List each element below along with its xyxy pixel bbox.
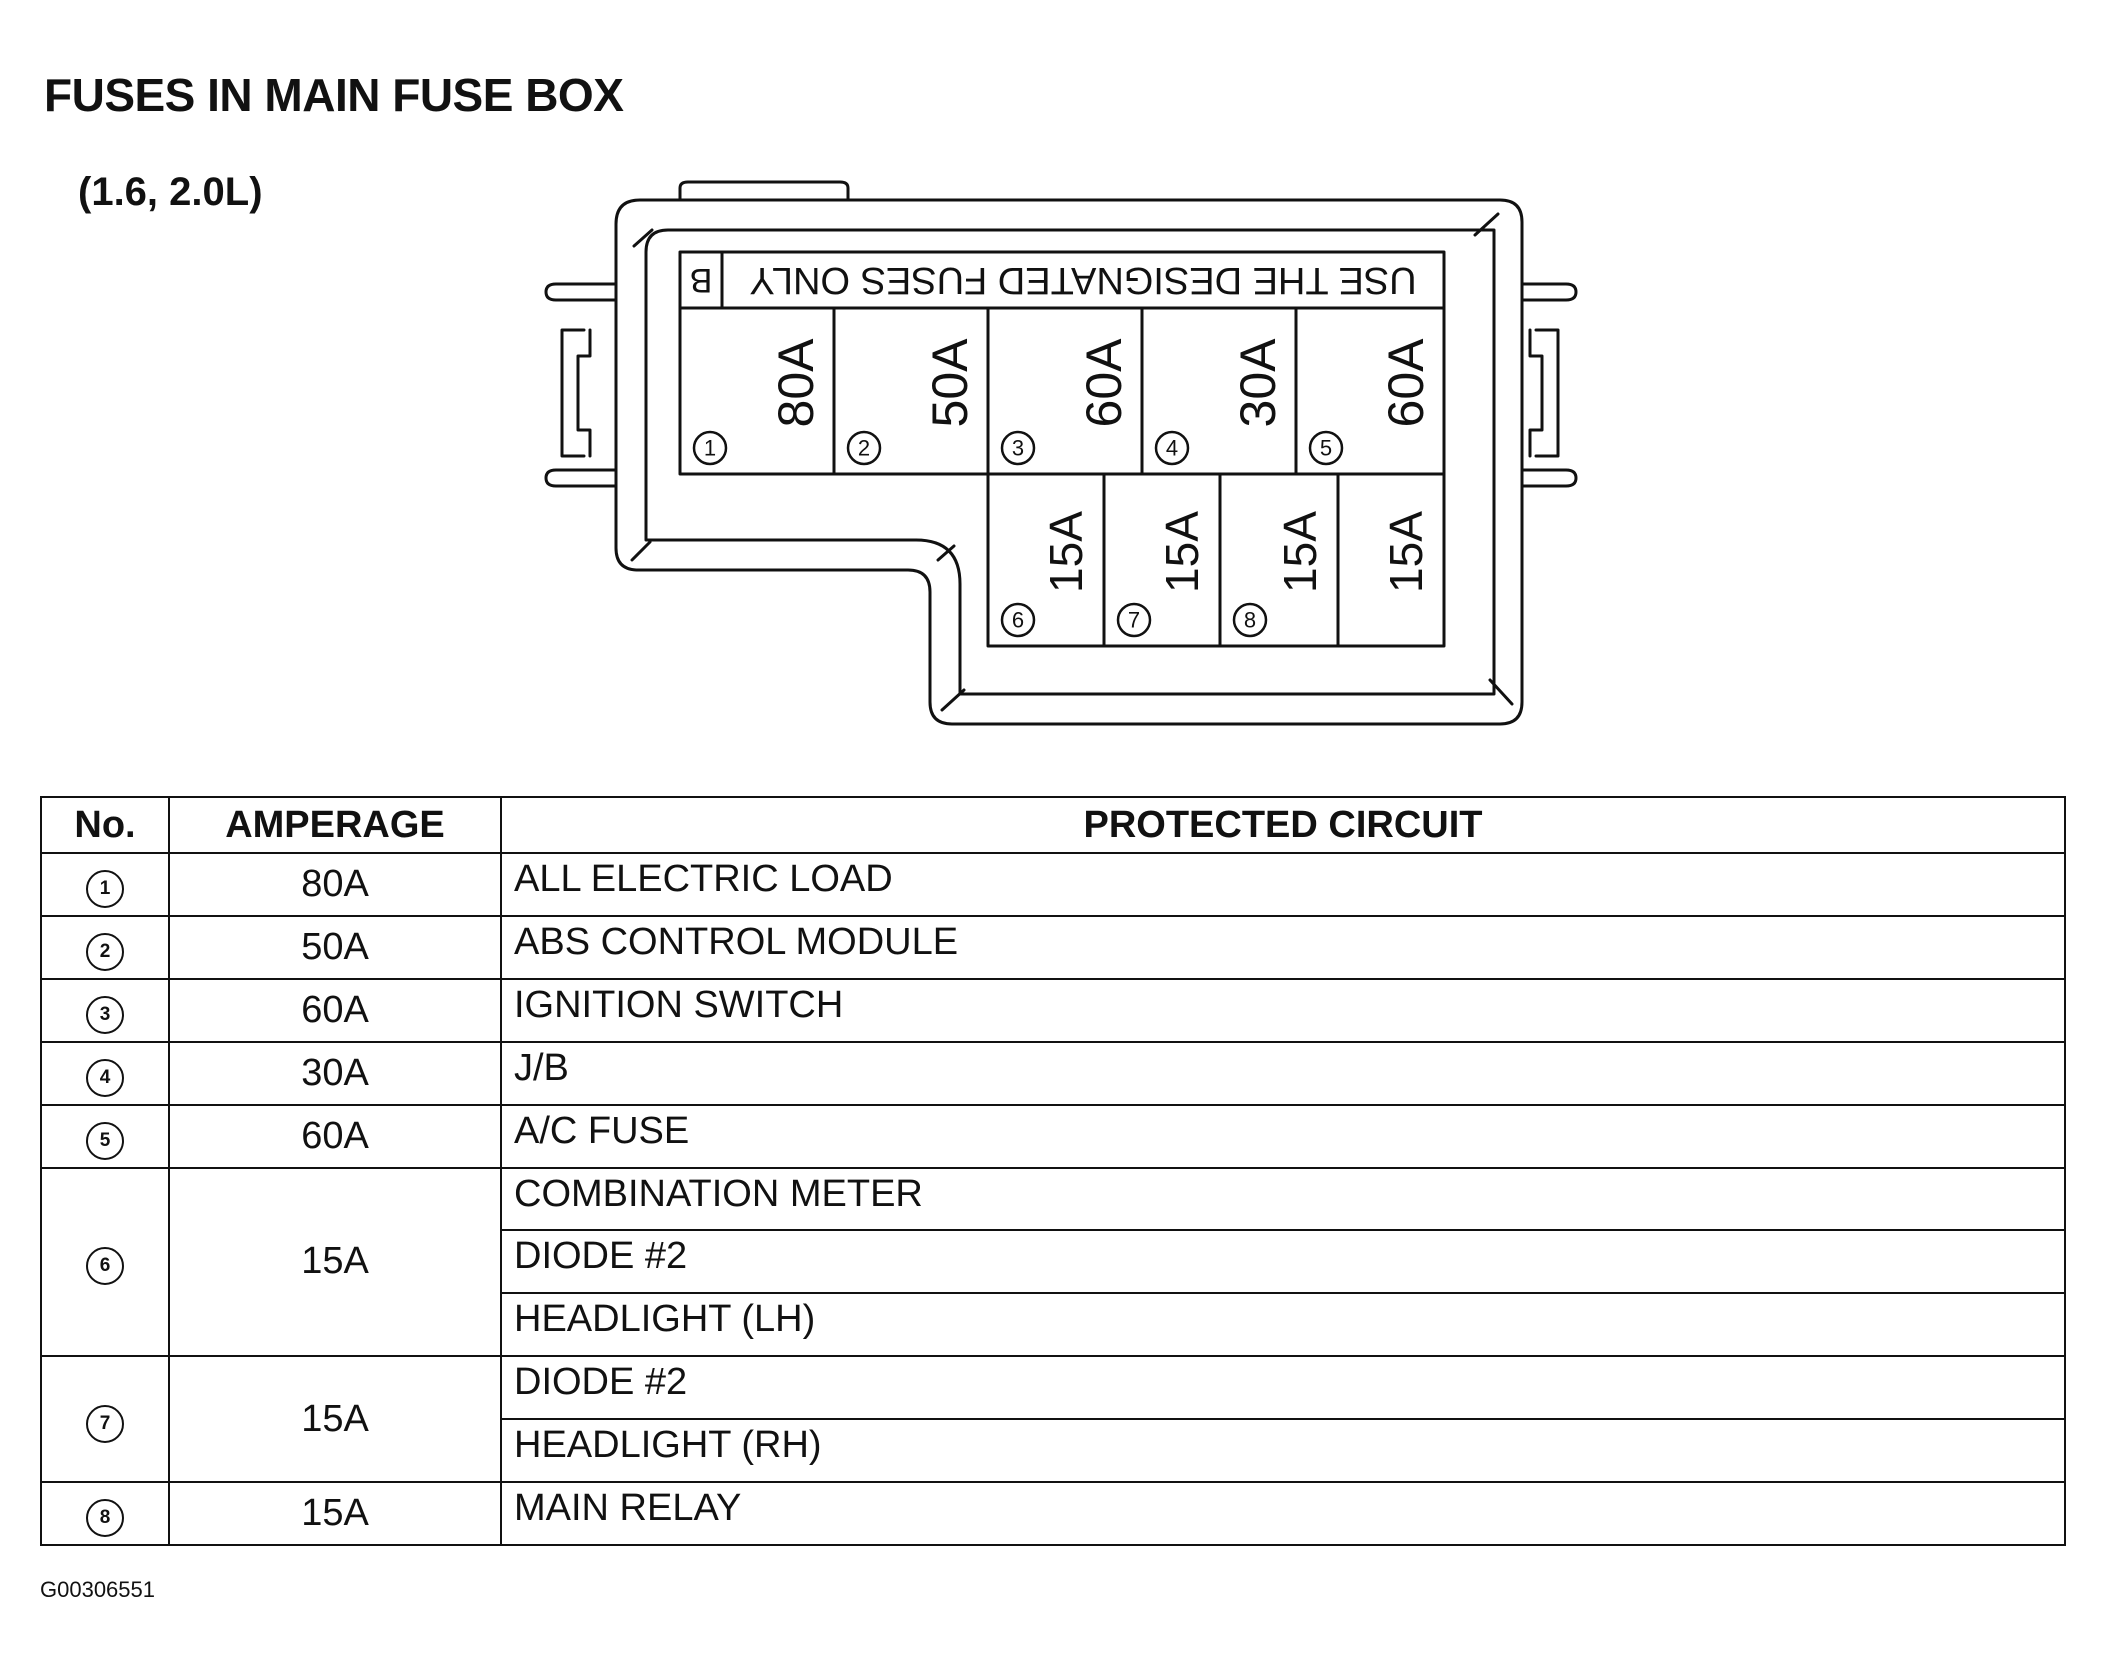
fuse-number: 2 [86, 932, 124, 971]
fuse-number-cell: 4 [40, 1040, 170, 1106]
protected-circuit-cell: MAIN RELAY [500, 1481, 2066, 1546]
fuse-number-cell: 5 [40, 1103, 170, 1169]
table-row: DIODE #2 [41, 1229, 2066, 1295]
fuse-number-cell: 8 [40, 1481, 170, 1546]
fuse-number-circle [1308, 430, 1344, 466]
fuse-slot-8: 15A 8 [1218, 472, 1340, 648]
fuse-amperage-label: 60A [1076, 338, 1132, 428]
fuse-number: 8 [86, 1499, 124, 1538]
protected-circuit-cell: ALL ELECTRIC LOAD [500, 852, 2066, 917]
figure-code: G00306551 [40, 1577, 155, 1602]
fuse-number-cell: 1 [40, 852, 170, 917]
header-label-b: B [690, 261, 713, 299]
table-row: HEADLIGHT (RH) [41, 1418, 2066, 1484]
protected-circuit-cell: HEADLIGHT (LH) [500, 1292, 2066, 1358]
engine-variant-label: (1.6, 2.0L) [78, 170, 263, 214]
fuse-number-circle [1232, 602, 1268, 638]
fuse-slot-4: 30A 4 [1140, 306, 1298, 476]
corner-marks [630, 212, 1514, 712]
fuse-number-cell: 6 [40, 1166, 170, 1358]
protected-circuit-cell: A/C FUSE [500, 1103, 2066, 1169]
header-warning-text: USE THE DESIGNATED FUSES ONLY [749, 259, 1416, 301]
fuse-box-inner-rim [644, 228, 1496, 696]
fuse-number-label: 5 [1320, 436, 1332, 461]
fuse-amperage-label: 80A [768, 338, 824, 428]
protected-circuit-cell: J/B [500, 1040, 2066, 1106]
fuse-slots: 80A 1 50A 2 60A 3 30A 4 60A 5 15A 6 15A 7 15A 8 15A [678, 306, 1446, 648]
fuse-number-circle [1000, 602, 1036, 638]
fuse-slot-2: 50A 2 [832, 306, 990, 476]
right-latch [1520, 282, 1578, 488]
fuse-number: 6 [86, 1247, 124, 1286]
amperage-cell: 15A [168, 1355, 502, 1484]
column-header-no: No. [40, 796, 170, 854]
protected-circuit-cell: ABS CONTROL MODULE [500, 914, 2066, 980]
page-title: FUSES IN MAIN FUSE BOX [44, 69, 624, 121]
amperage-cell: 15A [168, 1481, 502, 1546]
amperage-cell: 60A [168, 977, 502, 1043]
amperage-cell: 30A [168, 1040, 502, 1106]
fuse-number: 7 [86, 1404, 124, 1443]
fuse-number-cell: 3 [40, 977, 170, 1043]
amperage-cell: 15A [168, 1166, 502, 1358]
fuse-number-cell: 7 [40, 1355, 170, 1484]
fuse-number-label: 6 [1012, 608, 1024, 633]
fuse-number-circle [1154, 430, 1190, 466]
fuse-amperage-label: 60A [1378, 338, 1434, 428]
table-header-row: No. AMPERAGE PROTECTED CIRCUIT [40, 796, 2066, 854]
fuse-amperage-label: 15A [1274, 511, 1326, 593]
amperage-cell: 60A [168, 1103, 502, 1169]
fuse-number-label: 1 [704, 436, 716, 461]
fuse-number-label: 3 [1012, 436, 1024, 461]
fuse-slot-3: 60A 3 [986, 306, 1144, 476]
fuse-amperage-label: 30A [1230, 338, 1286, 428]
fuse-amperage-label: 50A [922, 338, 978, 428]
fuse-amperage-label: 15A [1040, 511, 1092, 593]
fuse-amperage-label: 15A [1156, 511, 1208, 593]
fuse-number-cell: 2 [40, 914, 170, 980]
fuse-number: 5 [86, 1121, 124, 1160]
fuse-number-circle [1000, 430, 1036, 466]
fuse-number: 1 [86, 869, 124, 908]
fuse-number: 3 [86, 995, 124, 1034]
protected-circuit-cell: DIODE #2 [500, 1355, 2066, 1421]
left-latch [544, 282, 618, 488]
amperage-cell: 80A [168, 852, 502, 917]
protected-circuit-cell: COMBINATION METER [500, 1166, 2066, 1232]
amperage-cell: 50A [168, 914, 502, 980]
protected-circuit-cell: IGNITION SWITCH [500, 977, 2066, 1043]
protected-circuit-cell: DIODE #2 [500, 1229, 2066, 1295]
fuse-slot-5: 60A 5 [1294, 306, 1446, 476]
fuse-slot-9: 15A [1336, 472, 1446, 648]
fuse-number-circle [846, 430, 882, 466]
fuse-slot-1: 80A 1 [678, 306, 836, 476]
top-tab [678, 180, 850, 202]
fuse-slot-6: 15A 6 [986, 472, 1106, 648]
fuse-box-diagram: B USE THE DESIGNATED FUSES ONLY 80A 1 50A 2… [544, 180, 1578, 726]
fuse-number: 4 [86, 1058, 124, 1097]
fuse-number-label: 8 [1244, 608, 1256, 633]
fuse-slot-7: 15A 7 [1102, 472, 1222, 648]
column-header-protected-circuit: PROTECTED CIRCUIT [500, 796, 2066, 854]
table-row: HEADLIGHT (LH) [41, 1292, 2066, 1358]
fuse-number-label: 7 [1128, 608, 1140, 633]
fuse-box-outer-housing [614, 198, 1524, 726]
fuse-number-circle [1116, 602, 1152, 638]
fuse-number-label: 4 [1166, 436, 1178, 461]
fuse-number-circle [692, 430, 728, 466]
fuse-amperage-label: 15A [1380, 511, 1432, 593]
protected-circuit-cell: HEADLIGHT (RH) [500, 1418, 2066, 1484]
fuse-number-label: 2 [858, 436, 870, 461]
column-header-amperage: AMPERAGE [168, 796, 502, 854]
